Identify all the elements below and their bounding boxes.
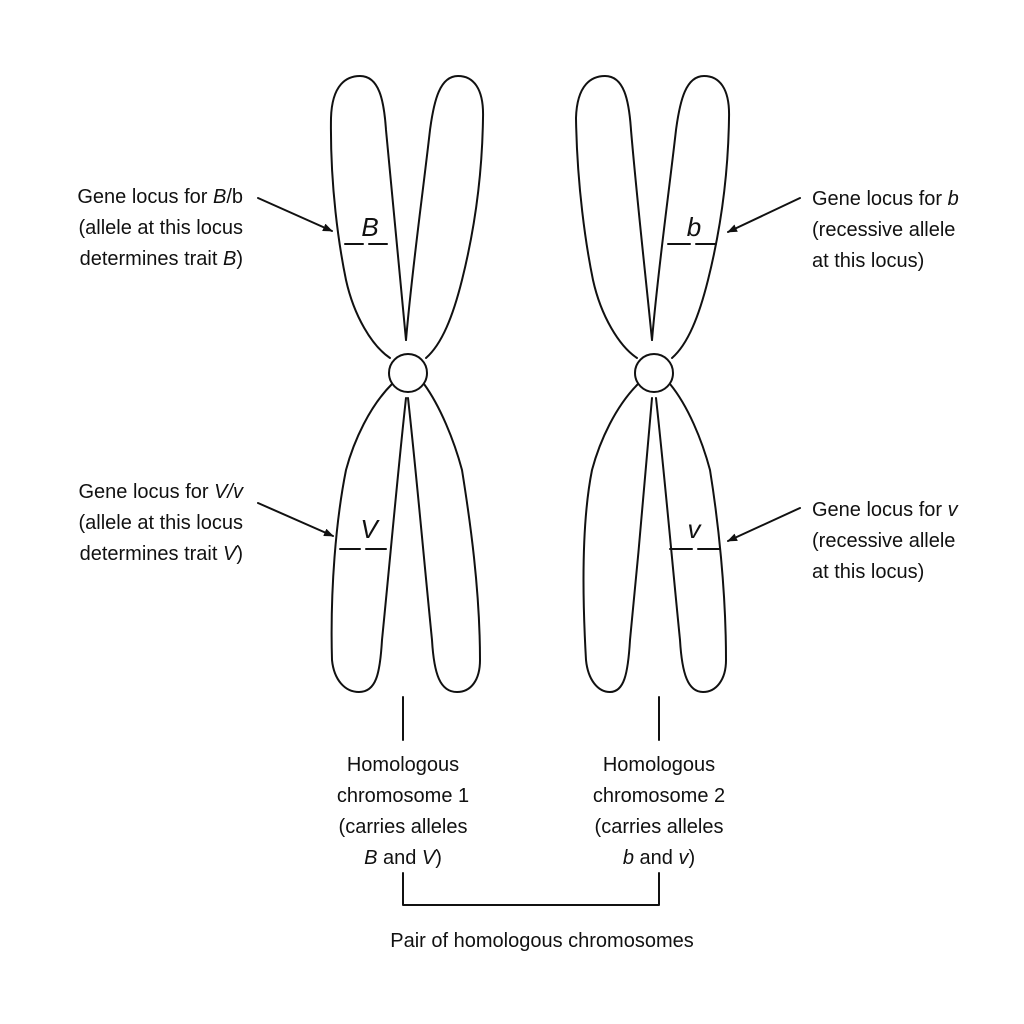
label-bottom-left-line1-a: Gene locus for (78, 481, 215, 503)
chromosome-2-centromere (634, 353, 674, 393)
chromosome-2-caption-line1: Homologous (602, 754, 716, 776)
chromosome-2-caption: Homologous chromosome 2 (carries alleles… (579, 750, 739, 874)
chromosome-2-arm-upper-left (575, 75, 653, 359)
chromosome-2-caption-line2: chromosome 2 (592, 785, 726, 807)
arrow-top-right (727, 197, 801, 233)
label-bottom-left-line1-b: V/v (214, 481, 243, 503)
label-top-right-line2: (recessive allele (812, 219, 956, 241)
label-top-left-line3-b: B (222, 248, 237, 270)
label-bottom-left-line3-b: V (222, 543, 237, 565)
label-top-right-line1-a: Gene locus for (812, 188, 948, 210)
arrow-top-left (257, 197, 333, 232)
label-top-left-line1-b: B (212, 186, 227, 208)
label-top-right-line3: at this locus) (812, 250, 925, 272)
chromosome-1-arm-lower-left (330, 383, 407, 693)
chromosome-2-arm-upper-right (651, 75, 731, 359)
chromosome-1-caption-line1: Homologous (346, 754, 460, 776)
chromosome-1-arm-lower-right (407, 383, 481, 693)
chromosome-1-allele-bottom: V (360, 514, 380, 544)
chromosome-1-caption-line2: chromosome 1 (336, 785, 470, 807)
chromosome-2-allele-bottom: v (688, 514, 703, 544)
chromosome-1-caption: Homologous chromosome 1 (carries alleles… (323, 750, 483, 874)
chromosome-2-caption-line3: (carries alleles (594, 816, 724, 838)
label-bottom-left: Gene locus for V/v (allele at this locus… (78, 477, 243, 570)
chromosome-1-caption-line4-c: V (421, 847, 436, 869)
label-bottom-right-line1-a: Gene locus for (812, 499, 948, 521)
label-bottom-left-line3-a: determines trait (79, 543, 223, 565)
label-bottom-right-line2: (recessive allele (812, 530, 956, 552)
label-bottom-right-line3: at this locus) (812, 561, 925, 583)
pair-bracket (402, 872, 660, 906)
chromosome-1-allele-top: B (361, 212, 378, 242)
label-bottom-right: Gene locus for v (recessive allele at th… (812, 495, 958, 588)
chromosome-2-caption-line4-c: v (678, 847, 689, 869)
label-bottom-left-line3-c: ) (236, 543, 243, 565)
arrow-bottom-right (727, 507, 801, 542)
chromosome-2-caption-line4-a: b (622, 847, 634, 869)
chromosome-1-caption-line3: (carries alleles (338, 816, 468, 838)
label-top-left-line2: (allele at this locus (78, 217, 243, 239)
diagram-title: Pair of homologous chromosomes (390, 930, 694, 952)
label-top-right-line1-b: b (947, 188, 959, 210)
label-top-left-line3-c: ) (236, 248, 243, 270)
chromosome-1-caption-line4-d: ) (435, 847, 442, 869)
chromosome-2-allele-top: b (687, 212, 701, 242)
label-bottom-right-line1-b: v (947, 499, 958, 521)
chromosome-1-centromere (388, 353, 428, 393)
chromosome-2 (575, 75, 731, 693)
chromosome-2-arm-lower-left (582, 383, 653, 693)
label-top-left-line1-c: /b (226, 186, 243, 208)
label-top-left: Gene locus for B/b (allele at this locus… (77, 182, 243, 275)
chromosome-1-caption-line4-b: and (377, 847, 422, 869)
chromosome-1-arm-upper-left (329, 75, 407, 359)
label-top-right: Gene locus for b (recessive allele at th… (812, 184, 959, 277)
chromosome-1 (329, 75, 485, 693)
label-bottom-left-line2: (allele at this locus (78, 512, 243, 534)
label-top-left-line1-a: Gene locus for (77, 186, 213, 208)
chromosome-2-caption-line4-d: ) (688, 847, 696, 869)
chromosome-1-caption-line4-a: B (364, 847, 378, 869)
arrow-bottom-left (257, 502, 334, 537)
label-top-left-line3-a: determines trait (79, 248, 223, 270)
chromosome-2-caption-line4-b: and (633, 847, 679, 869)
chromosome-1-arm-upper-right (405, 75, 485, 359)
